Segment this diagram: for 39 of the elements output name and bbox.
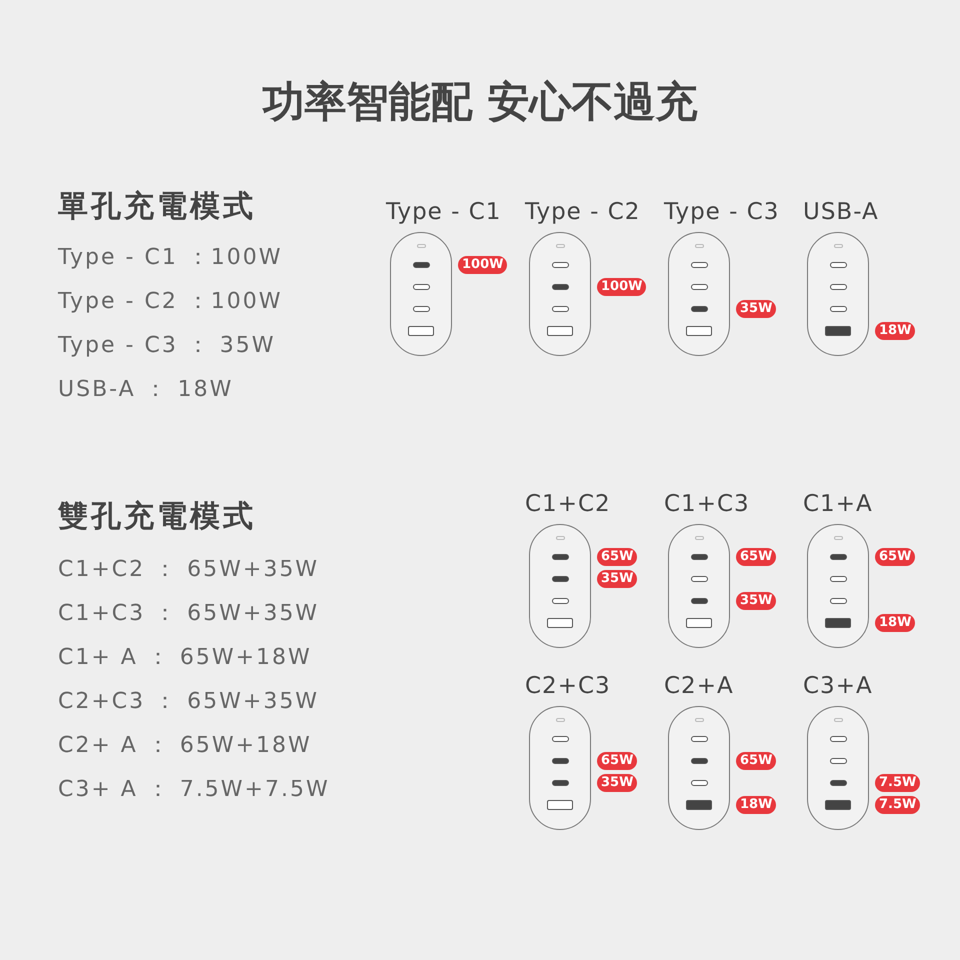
port-heading: C2+A xyxy=(664,672,734,700)
power-badge: 65W xyxy=(736,752,776,770)
spec-line: C2+ A ： 65W+18W xyxy=(58,732,312,760)
spec-line: C3+ A ： 7.5W+7.5W xyxy=(58,776,330,804)
power-badge: 18W xyxy=(875,322,916,340)
spec-line: C2+C3 ： 65W+35W xyxy=(58,688,320,716)
power-badge: 35W xyxy=(736,592,776,610)
port-heading: C3+A xyxy=(803,672,873,700)
port-heading: Type - C2 xyxy=(525,198,640,226)
port-heading: Type - C1 xyxy=(386,198,502,226)
power-badge: 65W xyxy=(875,548,916,566)
spec-line: C1+C3 ： 65W+35W xyxy=(58,600,320,628)
spec-line: USB-A ： 18W xyxy=(58,376,234,404)
port-heading: C2+C3 xyxy=(525,672,611,700)
power-badge: 7.5W xyxy=(875,796,920,814)
section-heading: 單孔充電模式 xyxy=(58,188,256,226)
power-badge: 100W xyxy=(458,256,508,274)
spec-line: Type - C1 ：100W xyxy=(58,244,283,272)
section-heading: 雙孔充電模式 xyxy=(58,498,256,536)
power-badge: 65W xyxy=(597,752,638,770)
port-heading: C1+A xyxy=(803,490,873,518)
spec-line: C1+ A ： 65W+18W xyxy=(58,644,312,672)
title: 功率智能配 安心不過充 xyxy=(261,76,698,128)
port-heading: C1+C3 xyxy=(664,490,750,518)
power-badge: 18W xyxy=(736,796,776,814)
power-badge: 65W xyxy=(597,548,638,566)
power-badge: 35W xyxy=(597,774,638,792)
power-badge: 35W xyxy=(736,300,776,318)
port-heading: C1+C2 xyxy=(525,490,611,518)
port-heading: Type - C3 xyxy=(664,198,780,226)
port-heading: USB-A xyxy=(803,198,879,226)
spec-line: C1+C2 ： 65W+35W xyxy=(58,556,320,584)
power-badge: 7.5W xyxy=(875,774,920,792)
power-badge: 35W xyxy=(597,570,638,588)
spec-line: Type - C3 ： 35W xyxy=(58,332,276,360)
power-badge: 65W xyxy=(736,548,776,566)
power-badge: 18W xyxy=(875,614,916,632)
spec-line: Type - C2 ：100W xyxy=(58,288,283,316)
power-badge: 100W xyxy=(597,278,646,296)
